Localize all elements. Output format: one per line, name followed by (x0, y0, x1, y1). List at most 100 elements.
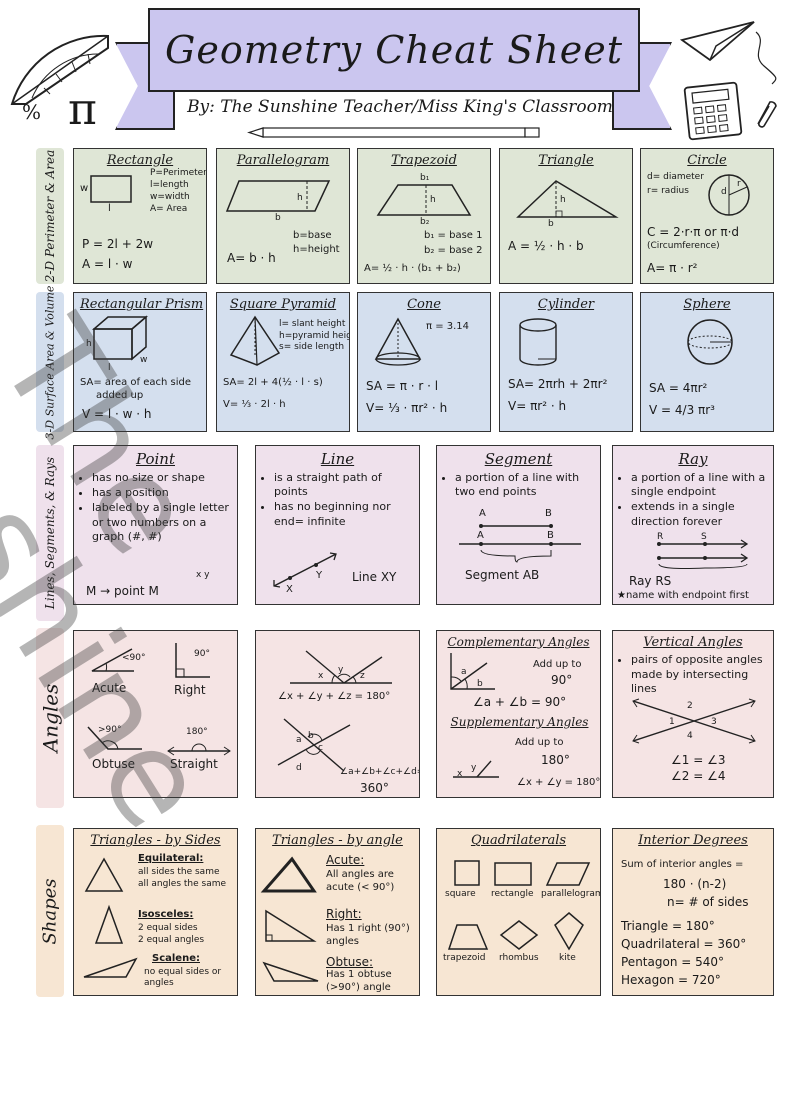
byline: By: The Sunshine Teacher/Miss King's Cla… (187, 97, 613, 117)
straight-angle-diagram (167, 743, 231, 756)
complementary-equation: ∠a + ∠b = 90° (473, 695, 567, 709)
kite-icon (554, 912, 584, 951)
acute-angle-diagram (91, 648, 134, 672)
ray-note: ★name with endpoint first (617, 590, 749, 601)
ray-card: Ray a portion of a line with a single en… (612, 445, 774, 605)
cylinder-surface-formula: SA= 2πrh + 2πr² (508, 377, 608, 391)
section-label-perimeter-area: 2-D Perimeter & Area (36, 148, 64, 284)
parallelogram-diagram (225, 180, 331, 212)
line-card: Line is a straight path of points has no… (255, 445, 420, 605)
line-diagram (273, 552, 337, 588)
point-card: Point has no size or shape has a positio… (73, 445, 238, 605)
segment-card: Segment a portion of a line with two end… (436, 445, 601, 605)
rectangle-legend: P=Perimeter l=length w=width A= Area (150, 168, 207, 215)
obtuse-triangle-icon (262, 961, 319, 982)
sphere-surface-formula: SA = 4πr² (649, 381, 708, 395)
point-example: M → point M (86, 584, 159, 598)
angle-types-card: <90° Acute 90° Right >90° Obtuse 180° St… (73, 630, 238, 798)
section-label-lines: Lines, Segments, & Rays (36, 445, 64, 621)
triangle-area-formula: A = ½ · h · b (508, 239, 584, 253)
supplementary-angle-diagram (453, 760, 499, 778)
section-label-surface-volume: 3-D Surface Area & Volume (36, 285, 64, 439)
angle-sums-card: x y z ∠x + ∠y + ∠z = 180° a b c d ∠a+∠b+… (255, 630, 420, 798)
pyramid-volume-formula: V= ⅓ · 2l · h (223, 399, 286, 410)
scalene-triangle-icon (83, 957, 138, 978)
cone-volume-formula: V= ⅓ · πr² · h (366, 401, 448, 415)
obtuse-angle-diagram (87, 726, 142, 750)
section-label-angles: Angles (36, 628, 64, 808)
complementary-supplementary-card: Complementary Angles a b Add up to 90° ∠… (436, 630, 601, 798)
pyramid-legend: l= slant height h=pyramid height s= side… (279, 319, 349, 353)
ray-label: Ray RS (629, 574, 672, 588)
rectangular-prism-card: Rectangular Prism h l w SA= area of each… (73, 292, 207, 432)
circle-card: Circle d= diameter r= radius d r C = 2·r… (640, 148, 774, 284)
circle-diagram (708, 174, 750, 216)
triangles-by-angle-card: Triangles - by angle Acute: All angles a… (255, 828, 420, 996)
prism-diagram (91, 315, 149, 361)
parallelogram-area-formula: A= b · h (227, 251, 276, 265)
triangle-angle-diagram (290, 650, 392, 684)
cylinder-diagram (519, 318, 557, 366)
quadrilaterals-card: Quadrilaterals square rectangle parallel… (436, 828, 601, 996)
rectangle-perimeter-formula: P = 2l + 2w (82, 237, 154, 251)
rectangle-area-formula: A = l · w (82, 257, 133, 271)
triangle-angle-sum: ∠x + ∠y + ∠z = 180° (278, 691, 391, 702)
trapezoid-diagram (376, 184, 472, 216)
ray-diagram (657, 539, 749, 569)
page-title: Geometry Cheat Sheet (164, 28, 624, 72)
square-pyramid-card: Square Pyramid l= slant height h=pyramid… (216, 292, 350, 432)
paper-clip-icon (757, 101, 777, 128)
prism-volume-formula: V = l · w · h (82, 407, 152, 421)
point-bullets: has no size or shape has a position labe… (80, 471, 231, 544)
protractor-icon (10, 34, 109, 105)
calculator-icon (683, 81, 743, 141)
trapezoid-card: Trapezoid b₁ h b₂ b₁ = base 1 b₂ = base … (357, 148, 491, 284)
pyramid-diagram (229, 315, 281, 366)
trapezoid-icon (447, 924, 489, 950)
pi-symbol: π (68, 84, 97, 135)
percent-symbol: % (22, 100, 42, 124)
trapezoid-area-formula: A= ½ · h · (b₁ + b₂) (364, 263, 461, 274)
line-label: Line XY (352, 570, 397, 584)
pyramid-surface-formula: SA= 2l + 4(½ · l · s) (223, 377, 323, 388)
interior-degrees-card: Interior Degrees Sum of interior angles … (612, 828, 774, 996)
sphere-card: Sphere SA = 4πr² V = 4/3 πr³ (640, 292, 774, 432)
line-bullets: is a straight path of points has no begi… (262, 471, 413, 529)
section-label-shapes: Shapes (36, 825, 64, 997)
cone-diagram (374, 317, 422, 366)
circle-area-formula: A= π · r² (647, 261, 698, 275)
interior-formula: 180 · (n-2) (663, 877, 727, 891)
sphere-volume-formula: V = 4/3 πr³ (649, 403, 715, 417)
ray-bullets: a portion of a line with a single endpoi… (619, 471, 767, 529)
triangle-card: Triangle h b A = ½ · h · b (499, 148, 633, 284)
right-angle-diagram (175, 643, 210, 678)
rhombus-icon (499, 920, 539, 950)
cylinder-volume-formula: V= πr² · h (508, 399, 567, 413)
segment-bullets: a portion of a line with two end points (443, 471, 594, 500)
parallelogram-legend: b=base h=height (293, 230, 340, 255)
supplementary-equation: ∠x + ∠y = 180° (517, 777, 601, 788)
segment-label: Segment AB (465, 568, 540, 582)
acute-triangle-icon (260, 856, 317, 893)
title-banner: Geometry Cheat Sheet (148, 8, 640, 92)
vertical-bullets: pairs of opposite angles made by interse… (619, 653, 767, 696)
parallelogram-card: Parallelogram h b b=base h=height A= b ·… (216, 148, 350, 284)
sphere-diagram (687, 319, 733, 365)
circle-legend: d= diameter r= radius (647, 172, 704, 196)
rectangle-icon (494, 862, 532, 886)
complementary-angle-diagram (450, 653, 495, 690)
trapezoid-legend: b₁ = base 1 b₂ = base 2 (424, 230, 483, 256)
equilateral-triangle-icon (84, 857, 124, 892)
circle-circumference-formula: C = 2·r·π or π·d (647, 225, 740, 239)
segment-diagram (459, 524, 581, 563)
square-icon (454, 860, 480, 886)
rectangle-card: Rectangle w l P=Perimeter l=length w=wid… (73, 148, 207, 284)
parallelogram-icon (545, 862, 591, 886)
isosceles-triangle-icon (94, 904, 124, 944)
vertical-angles-diagram (632, 698, 756, 744)
pencil-icon (247, 127, 540, 138)
paper-airplane-icon (679, 21, 777, 85)
triangles-by-sides-card: Triangles - by Sides Equilateral: all si… (73, 828, 238, 996)
rectangle-diagram (90, 175, 132, 203)
right-triangle-icon (265, 909, 317, 942)
